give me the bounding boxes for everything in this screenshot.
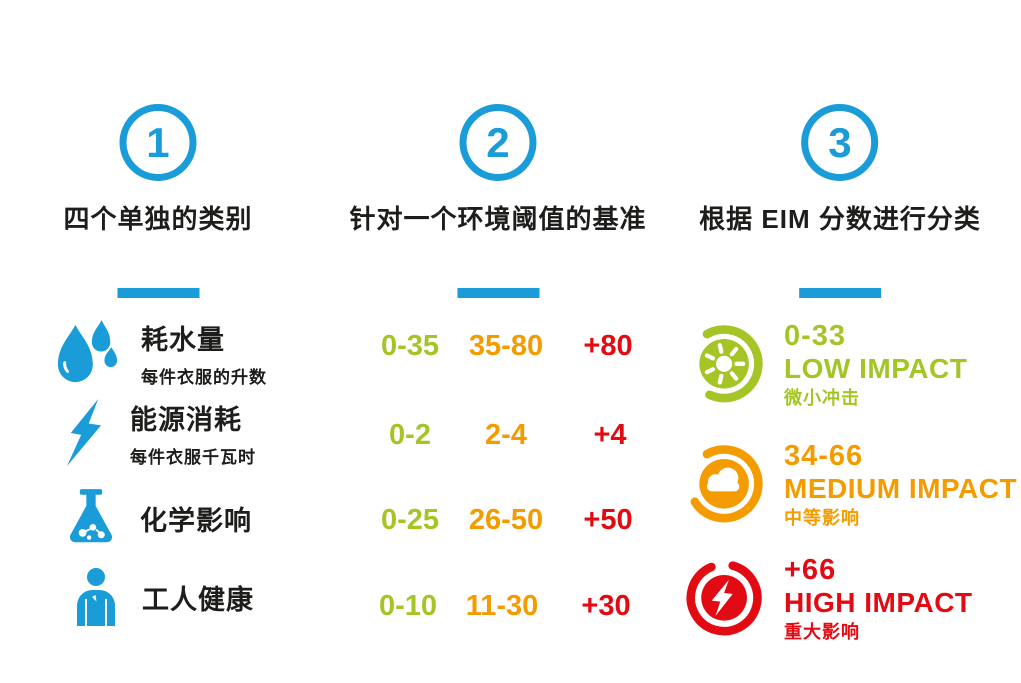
step-3-number-badge: 3 xyxy=(801,104,879,181)
category-title: 工人健康 xyxy=(142,584,254,615)
step-1-underline xyxy=(116,288,199,298)
step-1-header: 1 四个单独的类别 xyxy=(63,104,252,298)
step-3-underline xyxy=(798,288,881,298)
category-title: 能源消耗 xyxy=(130,405,242,435)
threshold-chemistry-high: +50 xyxy=(583,504,633,536)
category-subtitle: 每件衣服千瓦时 xyxy=(130,448,256,467)
step-1-number-badge: 1 xyxy=(119,104,197,181)
impact-badge-low: 0-33 LOW IMPACT 微小冲击 xyxy=(685,316,968,409)
lightning-bolt-icon xyxy=(60,398,108,468)
category-row-energy: 能源消耗 每件衣服千瓦时 xyxy=(60,398,256,468)
category-title: 耗水量 xyxy=(141,325,225,355)
step-3-number: 3 xyxy=(828,118,852,166)
water-drops-icon xyxy=(55,318,119,388)
impact-label: HIGH IMPACT xyxy=(784,587,973,618)
category-row-chemistry: 化学影响 xyxy=(64,488,252,548)
step-2-title: 针对一个环境阈值的基准 xyxy=(349,204,647,234)
category-row-worker: 工人健康 xyxy=(72,560,254,634)
threshold-worker-high: +30 xyxy=(581,590,631,622)
impact-label: LOW IMPACT xyxy=(784,353,968,384)
impact-range: 0-33 xyxy=(784,320,847,352)
step-2-underline xyxy=(456,288,539,298)
step-3-title: 根据 EIM 分数进行分类 xyxy=(699,204,981,234)
threshold-energy-high: +4 xyxy=(593,419,627,451)
category-row-water: 耗水量 每件衣服的升数 xyxy=(55,318,267,388)
impact-badge-medium: 34-66 MEDIUM IMPACT 中等影响 xyxy=(685,436,1018,529)
step-1-number: 1 xyxy=(146,118,170,166)
step-2-header: 2 针对一个环境阈值的基准 xyxy=(349,104,646,298)
step-2-number-badge: 2 xyxy=(459,104,537,181)
impact-label-zh: 重大影响 xyxy=(784,622,860,642)
cloud-gauge-icon xyxy=(685,436,766,529)
impact-label-zh: 中等影响 xyxy=(784,508,860,528)
threshold-water-low: 0-35 xyxy=(380,330,440,362)
step-2-number: 2 xyxy=(486,118,510,166)
person-icon xyxy=(72,560,120,634)
impact-range: +66 xyxy=(784,554,837,586)
threshold-water-high: +80 xyxy=(583,330,633,362)
threshold-energy-medium: 2-4 xyxy=(485,419,527,451)
threshold-water-medium: 35-80 xyxy=(468,330,544,362)
threshold-energy-low: 0-2 xyxy=(389,419,431,451)
step-3-header: 3 根据 EIM 分数进行分类 xyxy=(699,104,981,298)
category-subtitle: 每件衣服的升数 xyxy=(141,368,267,387)
threshold-chemistry-low: 0-25 xyxy=(380,504,440,536)
impact-badge-high: +66 HIGH IMPACT 重大影响 xyxy=(686,550,973,643)
sun-gauge-icon xyxy=(685,316,766,409)
impact-label-zh: 微小冲击 xyxy=(784,388,860,408)
flask-icon xyxy=(64,488,118,548)
impact-range: 34-66 xyxy=(784,440,864,472)
threshold-worker-medium: 11-30 xyxy=(465,590,539,622)
impact-label: MEDIUM IMPACT xyxy=(784,473,1018,504)
step-1-title: 四个单独的类别 xyxy=(63,204,253,234)
category-title: 化学影响 xyxy=(140,505,252,536)
bolt-gauge-icon xyxy=(686,550,766,643)
threshold-worker-low: 0-10 xyxy=(378,590,438,622)
threshold-chemistry-medium: 26-50 xyxy=(468,504,544,536)
